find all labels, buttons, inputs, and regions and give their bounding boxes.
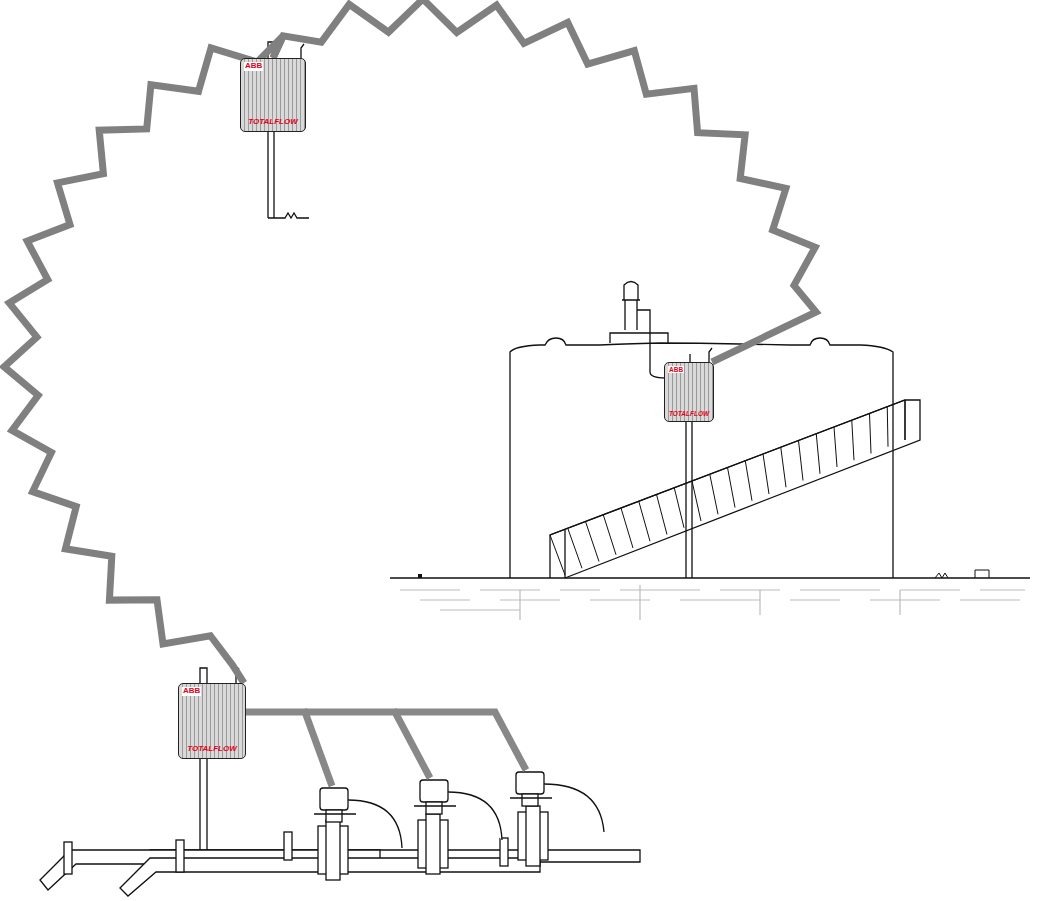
rail-post: [674, 488, 684, 528]
rail-post: [870, 414, 872, 454]
flow-computer: ABB TOTALFLOW: [240, 58, 306, 132]
rail-post: [586, 522, 600, 562]
transmitters: [314, 772, 604, 848]
brand-logo: ABB: [668, 366, 684, 373]
rail-post: [639, 501, 650, 541]
rail-post: [621, 508, 633, 548]
signal-wires: [246, 712, 526, 786]
rail-post: [799, 441, 804, 481]
rail-post: [834, 427, 837, 467]
brand-logo: ABB: [182, 687, 201, 696]
flow-computer: ABB TOTALFLOW: [178, 683, 246, 759]
product-name: TOTALFLOW: [665, 410, 713, 417]
rail-post: [905, 400, 906, 440]
rail-post: [603, 515, 616, 555]
rail-post: [816, 434, 820, 474]
rail-post: [657, 495, 668, 535]
storage-tank: [510, 282, 893, 579]
product-name: TOTALFLOW: [179, 745, 245, 754]
radio-link: [4, 36, 283, 683]
rail-post: [887, 407, 889, 447]
flow-computer: ABB TOTALFLOW: [664, 362, 714, 422]
rail-post: [550, 535, 565, 575]
rail-post: [745, 461, 752, 501]
device-poles: [200, 42, 712, 855]
rail-post: [710, 474, 718, 514]
pipe-run: [40, 806, 640, 896]
rail-post: [763, 454, 769, 494]
radio-link: [273, 0, 816, 362]
ground: [390, 570, 1030, 620]
rail-post: [781, 447, 786, 487]
rail-post: [568, 528, 582, 568]
rail-post: [728, 468, 736, 508]
stair-rails: [550, 400, 905, 575]
rail-post: [852, 420, 854, 460]
brand-logo: ABB: [244, 62, 263, 71]
stairway: [550, 400, 920, 578]
product-name: TOTALFLOW: [241, 118, 305, 127]
rail-post: [692, 481, 701, 521]
